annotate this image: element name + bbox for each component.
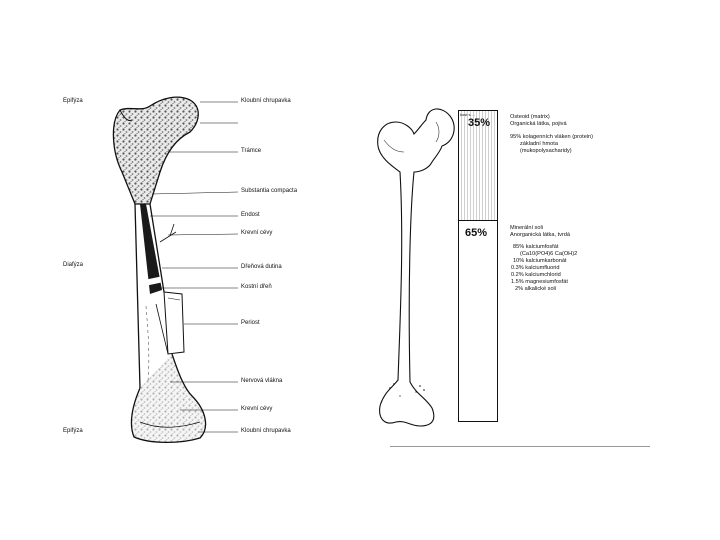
label-endosteum: Endost — [241, 212, 260, 219]
mineral-line-1: (Ca10(PO4)6 Ca(OH)2 — [520, 251, 577, 258]
mineral-line-5: 1.5% magnesiumfosfát — [511, 279, 568, 286]
organic-percent: 35% — [468, 117, 490, 129]
label-medullary-cavity: Dřeňová dutina — [241, 264, 282, 271]
label-trabeculae: Trámce — [241, 148, 261, 155]
mineral-line-0: 85% kalciumfosfát — [513, 244, 558, 251]
label-articular-cartilage-lower: Kloubní chrupavka — [241, 428, 291, 435]
composition-bar — [458, 110, 498, 422]
mineral-line-6: 2% alkalické soli — [515, 286, 556, 293]
organic-subtitle: Organická látka, pojivá — [510, 121, 567, 128]
mineral-percent: 65% — [465, 227, 487, 239]
organic-line-mucopolysaccharides: (mukopolysacharidy) — [520, 148, 572, 155]
epiphysis-bottom-label: Epifýza — [63, 428, 83, 434]
mineral-line-2: 10% kalciumkarbonát — [513, 258, 566, 265]
mineral-line-4: 0.2% kalciumchlorid — [511, 272, 561, 279]
mineral-title: Minerální soli — [510, 225, 543, 232]
scanned-figure: Epifýza Diafýza Epifýza Kloubní chrupavk… — [50, 92, 670, 460]
label-substantia-compacta: Substantia compacta — [241, 188, 297, 195]
label-articular-cartilage: Kloubní chrupavka — [241, 98, 291, 105]
organic-line-ground-substance: základní hmota — [520, 141, 558, 148]
organic-title: Osteoid (matrix) — [510, 114, 550, 121]
label-nerve-fibres: Nervová vlákna — [241, 378, 282, 385]
label-periosteum: Periost — [241, 320, 260, 327]
scan-baseline — [390, 446, 650, 447]
label-blood-vessels: Krevní cévy — [241, 230, 272, 237]
label-blood-vessels-lower: Krevní cévy — [241, 406, 272, 413]
mineral-subtitle: Anorganická látka, tvrdá — [510, 232, 570, 239]
femur-outline-illustration — [370, 92, 470, 442]
epiphysis-top-label: Epifýza — [63, 98, 83, 104]
femur-section-illustration — [50, 92, 350, 460]
mineral-line-3: 0.3% kalciumfluorid — [511, 265, 560, 272]
label-bone-marrow: Kostní dřeň — [241, 284, 272, 291]
diaphysis-label: Diafýza — [63, 262, 83, 268]
organic-line-collagen: 95% kolagenních vláken (protein) — [510, 134, 593, 141]
